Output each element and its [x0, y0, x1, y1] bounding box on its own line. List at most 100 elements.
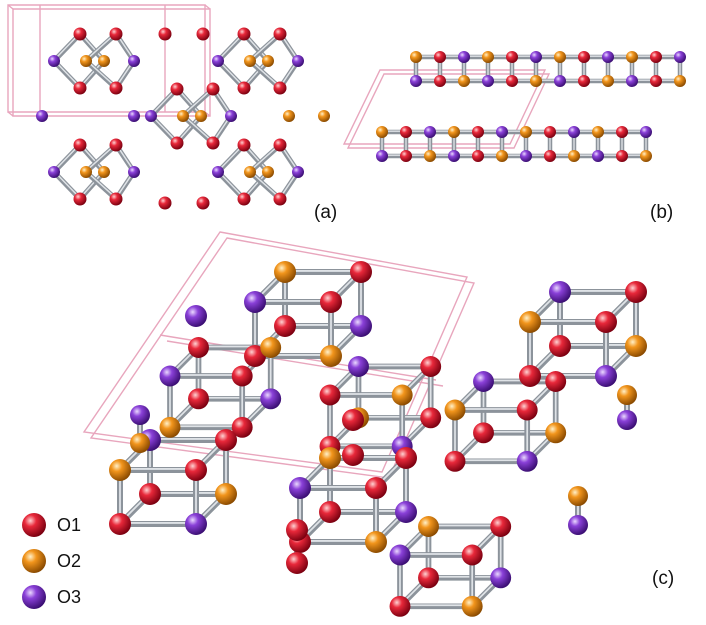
- o3-atom: [617, 410, 637, 430]
- o3-atom: [490, 567, 512, 589]
- panel-a-structure-view: (a): [7, 4, 337, 223]
- bond-highlight: [85, 170, 117, 199]
- o3-atom: [389, 544, 411, 566]
- panel-b-structure-view: (b): [342, 51, 686, 223]
- o2-atom: [461, 595, 483, 617]
- o2-atom: [215, 483, 237, 505]
- o2-atom: [519, 311, 541, 333]
- o1-atom: [237, 138, 251, 152]
- o3-atom: [516, 450, 538, 472]
- o1-atom: [342, 444, 364, 466]
- o1-atom: [109, 81, 123, 95]
- o2-atom: [365, 531, 387, 553]
- o2-atom: [262, 166, 274, 178]
- o3-atom: [376, 150, 388, 162]
- o2-atom: [602, 75, 614, 87]
- o1-atom: [544, 150, 556, 162]
- o3-atom: [458, 51, 470, 63]
- o1-atom: [319, 501, 341, 523]
- o2-atom: [410, 51, 422, 63]
- o1-atom: [342, 409, 364, 431]
- o1-atom: [578, 51, 590, 63]
- o1-atom: [237, 192, 251, 206]
- o1-atom: [215, 429, 237, 451]
- unit-cell-edge: [7, 111, 14, 117]
- o3-atom: [350, 315, 372, 337]
- o1-atom: [616, 150, 628, 162]
- o3-atom: [244, 291, 266, 313]
- o1-atom: [365, 477, 387, 499]
- o1-atom: [516, 399, 538, 421]
- o1-atom: [395, 447, 417, 469]
- o2-atom: [496, 150, 508, 162]
- o2-atom: [195, 110, 207, 122]
- o3-atom: [410, 75, 422, 87]
- o3-atom: [185, 305, 207, 327]
- o2-atom: [319, 447, 341, 469]
- o1-atom: [319, 384, 341, 406]
- o1-atom: [273, 138, 287, 152]
- o1-atom: [286, 519, 308, 541]
- bond-highlight: [249, 170, 281, 199]
- panel-c-structure-view: (c): [82, 231, 674, 617]
- o2-atom: [448, 126, 460, 138]
- o1-atom: [519, 365, 541, 387]
- o1-atom: [237, 27, 251, 41]
- o1-atom: [231, 416, 253, 438]
- o1-atom: [418, 567, 439, 589]
- o1-atom: [506, 51, 518, 63]
- o1-atom: [400, 150, 412, 162]
- o3-atom: [482, 75, 494, 87]
- o3-atom: [145, 110, 157, 122]
- o1-atom: [273, 27, 287, 41]
- o1-atom: [490, 516, 512, 537]
- o1-atom: [196, 196, 210, 210]
- panel-c-label: (c): [652, 568, 674, 589]
- o2-atom: [424, 150, 436, 162]
- o3-atom: [130, 405, 150, 425]
- o2-atom: [80, 166, 92, 178]
- panel-a-label: (a): [314, 202, 337, 223]
- o3-atom: [159, 365, 181, 387]
- panel-a-atoms: [36, 27, 330, 210]
- o1-atom: [506, 75, 518, 87]
- o1-atom: [158, 196, 172, 210]
- o3-atom: [549, 281, 571, 303]
- o2-atom: [177, 110, 189, 122]
- o2-atom: [130, 433, 150, 453]
- o3-atom: [554, 75, 566, 87]
- o1-atom: [244, 345, 266, 367]
- o1-atom: [73, 138, 87, 152]
- o3-atom: [292, 166, 304, 178]
- o2-atom: [244, 166, 256, 178]
- panel-b-bonds: [379, 54, 683, 159]
- o3-atom: [212, 166, 224, 178]
- o3-sphere-icon: [22, 585, 46, 609]
- o1-atom: [444, 450, 466, 472]
- o2-atom: [482, 51, 494, 63]
- o1-atom: [158, 27, 172, 41]
- bond-highlight: [85, 59, 117, 88]
- o3-atom: [674, 51, 686, 63]
- o1-atom: [650, 51, 662, 63]
- o3-atom: [530, 51, 542, 63]
- legend-label-o1: O1: [57, 515, 81, 535]
- o3-atom: [185, 513, 207, 535]
- o3-atom: [48, 55, 60, 67]
- o1-atom: [286, 552, 308, 574]
- o3-atom: [128, 55, 140, 67]
- o2-atom: [418, 516, 439, 537]
- o2-atom: [617, 385, 637, 405]
- o1-atom: [595, 311, 617, 333]
- o2-atom: [320, 345, 342, 367]
- o1-atom: [578, 75, 590, 87]
- o3-atom: [496, 126, 508, 138]
- o2-atom: [530, 75, 542, 87]
- o3-atom: [128, 110, 140, 122]
- o3-atom: [592, 150, 604, 162]
- o2-atom: [98, 166, 110, 178]
- o2-atom: [274, 261, 296, 283]
- bond-highlight: [182, 114, 214, 143]
- o2-atom: [159, 416, 181, 438]
